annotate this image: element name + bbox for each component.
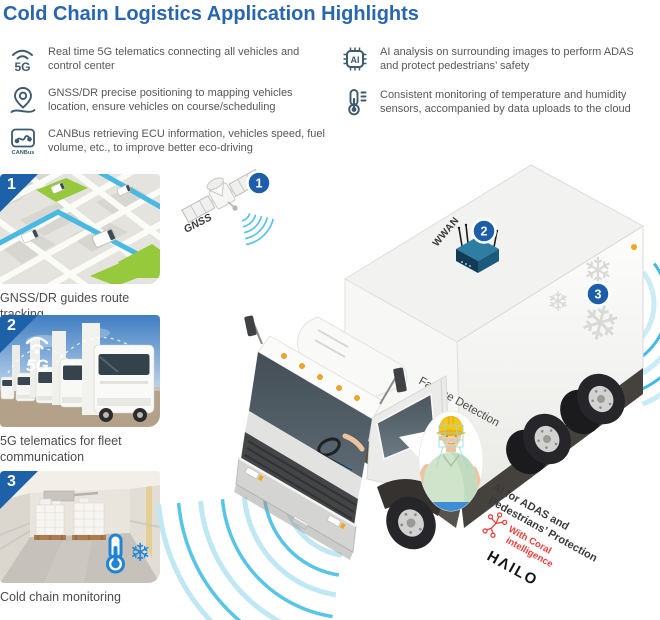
coral-icon	[482, 512, 508, 538]
wwan-router	[456, 223, 499, 273]
svg-text:❄: ❄	[574, 292, 627, 356]
fleet-photo: 5G 2	[0, 315, 160, 427]
roof-fairing	[297, 316, 408, 413]
svg-text:With Coral: With Coral	[506, 524, 553, 557]
hailo-logo: HΛILO	[484, 548, 541, 590]
clearance-lamp	[631, 244, 637, 250]
coldchain-photo: ❄ 3	[0, 471, 160, 583]
photo-card-map: 1 GNSS/DR guides route tracking	[0, 174, 160, 322]
left-mirror	[244, 315, 257, 337]
feature-list: 5G Real time 5G telematics connecting al…	[0, 0, 660, 165]
feature-text: CANBus retrieving ECU information, vehic…	[48, 128, 325, 154]
chassis	[461, 368, 643, 528]
svg-text:AI: AI	[351, 55, 360, 65]
svg-text:5G: 5G	[14, 60, 30, 74]
canbus-icon: CANBus	[11, 128, 35, 156]
svg-text:❄: ❄	[583, 251, 613, 292]
feature-text: Real time 5G telematics connecting all v…	[48, 46, 300, 72]
svg-text:1: 1	[256, 177, 263, 191]
snowflake-icons: ❄ ❄ ❄	[547, 251, 627, 356]
svg-text:AI for ADAS and: AI for ADAS and	[491, 481, 571, 533]
box-roof	[344, 164, 644, 343]
diagram-badges: 1 2 3	[246, 170, 611, 307]
feature-text: GNSS/DR precise positioning to mapping v…	[48, 87, 293, 113]
map-photo: 1	[0, 174, 160, 284]
signal-arcs-decor	[7, 337, 139, 374]
cold-storage-illustration: ❄	[0, 471, 160, 583]
svg-text:❄: ❄	[130, 538, 151, 567]
thermometer-icon	[348, 89, 367, 116]
thermometer-snowflake-icon: ❄	[106, 533, 151, 574]
feature-text: Consistent monitoring of temperature and…	[380, 89, 631, 115]
badge-1	[246, 170, 272, 196]
svg-text:❄: ❄	[547, 287, 570, 318]
pallet-stacks	[34, 497, 106, 540]
fatigue-detection-label: Fatigue Detection	[417, 375, 502, 429]
map-vans	[21, 182, 132, 248]
cab-marker-lights	[281, 353, 360, 401]
location-pin-icon	[10, 87, 36, 113]
svg-text:CANBus: CANBus	[12, 150, 35, 156]
photo-caption: 5G telematics for fleet communication	[0, 434, 122, 464]
driver-figure	[419, 415, 482, 511]
badge-2	[471, 218, 497, 244]
gnss-satellite: GNSS	[181, 168, 275, 246]
svg-text:5G: 5G	[26, 356, 49, 375]
box-right-face	[456, 225, 644, 507]
right-sensor-waves	[602, 228, 660, 415]
photo-card-coldchain: ❄ 3 Cold chain monitoring	[0, 471, 160, 606]
truck-cab	[234, 315, 452, 560]
box-front-face	[344, 278, 462, 507]
satellite-label: GNSS	[182, 211, 214, 235]
svg-text:3: 3	[595, 288, 602, 302]
map-illustration	[0, 174, 160, 284]
5g-icon: 5G	[12, 49, 33, 74]
right-mirror	[393, 367, 407, 393]
photo-caption: Cold chain monitoring	[0, 590, 121, 604]
truck-illustration: ❄ ❄ ❄ WWAN Fatigue Detection	[234, 164, 644, 560]
svg-text:2: 2	[481, 225, 488, 239]
photo-card-fleet: 5G 2 5G telematics for fleet communicati…	[0, 315, 160, 465]
truck-row	[0, 323, 155, 422]
front-wheel	[386, 496, 436, 550]
svg-text:Pedestrians’ Protection: Pedestrians’ Protection	[486, 495, 599, 565]
rear-wheels	[506, 373, 625, 475]
feature-text: AI analysis on surrounding images to per…	[380, 46, 634, 72]
badge-3	[585, 281, 611, 307]
coral-intelligence-logo: With Coral intelligence	[482, 512, 555, 570]
fatigue-detection-callout	[399, 410, 484, 512]
svg-text:intelligence: intelligence	[504, 535, 555, 570]
fleet-illustration: 5G	[0, 315, 160, 427]
ai-chip-icon: AI	[343, 47, 367, 71]
5g-overlay: 5G	[25, 336, 49, 375]
satellite-waves	[240, 211, 275, 246]
windshield	[249, 352, 372, 478]
wwan-label: WWAN	[431, 215, 462, 249]
front-sensor-waves	[155, 488, 352, 620]
adas-caption: AI for ADAS and Pedestrians’ Protection	[486, 481, 599, 565]
face-detection-overlay	[435, 424, 469, 469]
page-title: Cold Chain Logistics Application Highlig…	[3, 3, 419, 25]
